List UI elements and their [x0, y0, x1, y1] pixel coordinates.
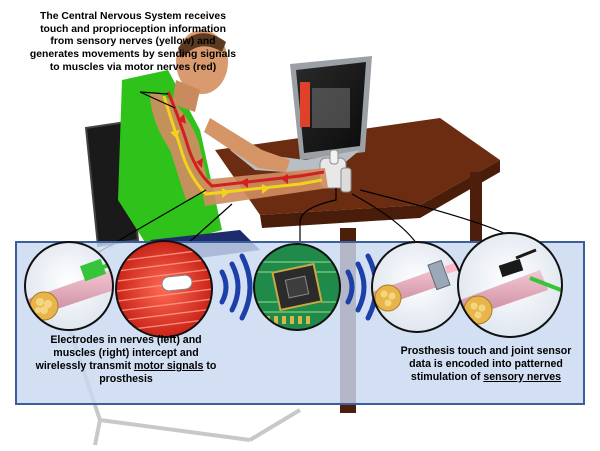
laptop-display-panel: [312, 88, 350, 128]
motor-signal-caption: Electrodes in nerves (left) and muscles …: [32, 334, 220, 386]
motor-caption-tail: to prosthesis: [99, 359, 217, 385]
prosthetic-fingertip-sensor-icon: [457, 232, 563, 338]
motor-signal-arrows: [178, 114, 288, 188]
motor-signals-emphasis: motor signals: [133, 359, 204, 372]
wireless-waves-left-icon: [219, 253, 253, 321]
person-neck: [172, 80, 200, 112]
desk-leg-right: [470, 172, 482, 242]
sensory-nerves-emphasis: sensory nerves: [483, 370, 562, 383]
motor-caption-text: Electrodes in nerves (left) and muscles …: [35, 334, 202, 372]
desk-edge: [260, 160, 500, 228]
sensory-caption-text: Prosthesis touch and joint sensor data i…: [400, 345, 572, 383]
sensory-nerve-icon: [162, 95, 323, 196]
laptop-display-image: [300, 82, 310, 127]
desk-scene: [58, 30, 500, 446]
implant-chip-icon: [253, 243, 341, 331]
person-hair: [178, 33, 226, 58]
sensory-signal-arrows: [170, 130, 270, 198]
cns-caption: The Central Nervous System receives touc…: [29, 11, 237, 73]
motor-nerve-icon: [166, 91, 325, 188]
sensory-stimulation-caption: Prosthesis touch and joint sensor data i…: [392, 345, 580, 384]
person-other-arm: [204, 118, 290, 172]
person-shirt: [118, 70, 222, 250]
nerve-electrode-icon: [24, 241, 114, 331]
prosthetic-hand-icon: [319, 149, 352, 193]
